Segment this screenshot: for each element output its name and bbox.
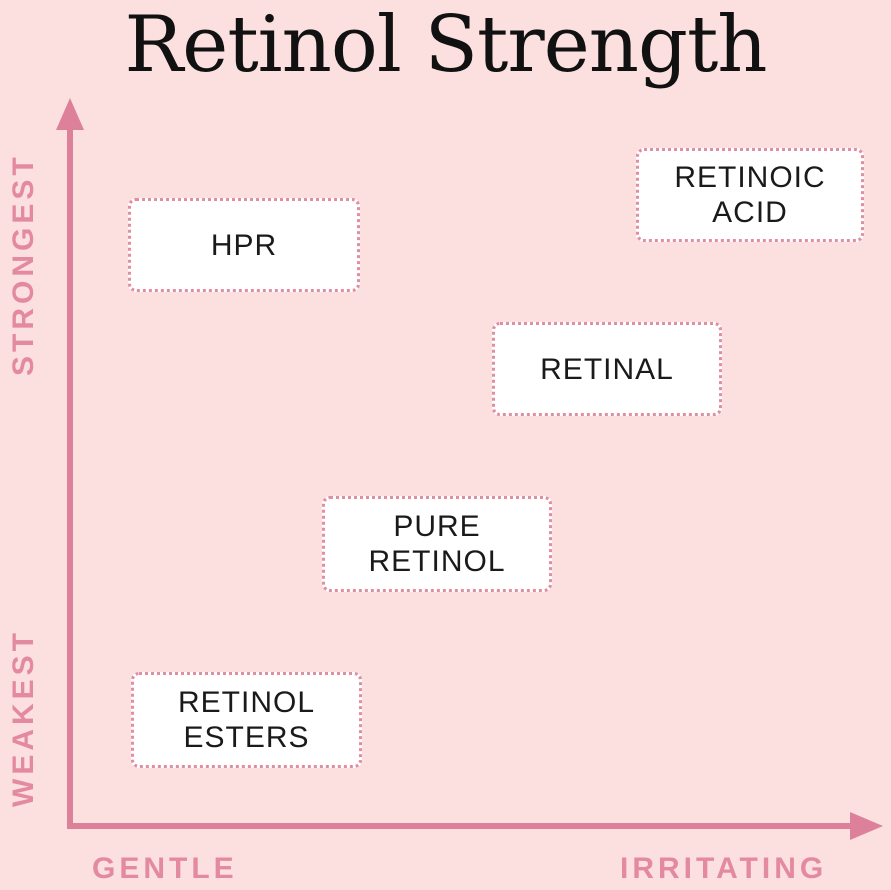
- item-label: RETINOIC ACID: [674, 161, 826, 229]
- item-label: PURE RETINOL: [368, 510, 506, 578]
- page-title: Retinol Strength: [124, 0, 767, 90]
- item-label: RETINAL: [540, 352, 674, 386]
- item-retinol-esters: RETINOL ESTERS: [131, 672, 362, 768]
- x-axis-label-irritating: IRRITATING: [620, 852, 828, 885]
- item-hpr: HPR: [128, 198, 360, 292]
- item-retinal: RETINAL: [492, 322, 722, 416]
- item-label: RETINOL ESTERS: [177, 686, 316, 754]
- item-pure-retinol: PURE RETINOL: [322, 496, 552, 592]
- item-label: HPR: [210, 228, 278, 262]
- y-axis-label-strongest: STRONGEST: [7, 153, 40, 376]
- y-axis-arrowhead: [56, 98, 84, 130]
- x-axis-label-gentle: GENTLE: [92, 852, 238, 885]
- y-axis-label-weakest: WEAKEST: [7, 629, 40, 807]
- item-retinoic-acid: RETINOIC ACID: [636, 148, 864, 242]
- x-axis-arrowhead: [850, 812, 883, 840]
